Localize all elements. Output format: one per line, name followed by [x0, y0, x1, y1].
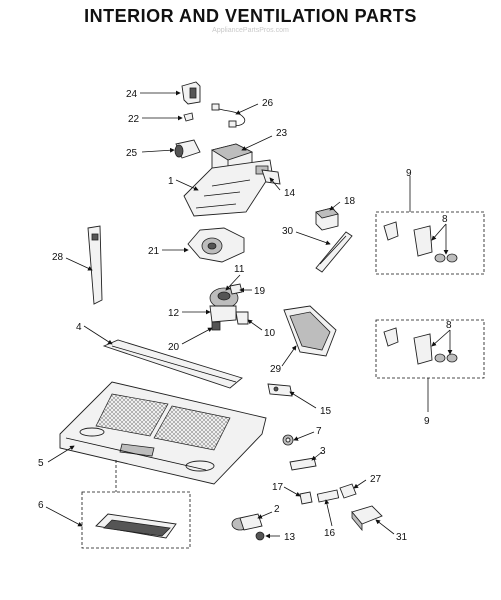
part-14-bracket [261, 169, 281, 185]
callout-5: 5 [38, 458, 44, 469]
part-26-wire [211, 103, 246, 128]
callout-29: 29 [270, 364, 282, 375]
part-4-filter-panel [102, 339, 243, 389]
callout-18: 18 [344, 196, 356, 207]
callout-8-upper: 8 [442, 214, 448, 225]
part-10-bracket [235, 311, 249, 325]
part-30-strip [315, 231, 353, 273]
part-21-blower [187, 227, 245, 263]
part-15-switch [267, 383, 293, 397]
callout-27: 27 [370, 474, 382, 485]
part-12-motor-mount [209, 305, 237, 323]
callout-2: 2 [274, 504, 280, 515]
callout-4: 4 [76, 322, 82, 333]
part-7-nut [282, 434, 294, 446]
part-8-lower-set [383, 327, 458, 365]
callout-15: 15 [320, 406, 332, 417]
callout-13: 13 [284, 532, 296, 543]
callout-16: 16 [324, 528, 336, 539]
part-18-relay [315, 207, 339, 231]
watermark: AppliancePartsPros.com [212, 27, 289, 34]
callout-7: 7 [316, 426, 322, 437]
part-16-fuse [316, 489, 340, 503]
callout-8-lower: 8 [446, 320, 452, 331]
callout-23: 23 [276, 128, 288, 139]
callout-10: 10 [264, 328, 276, 339]
callout-24: 24 [126, 89, 138, 100]
callout-20: 20 [168, 342, 180, 353]
callout-25: 25 [126, 148, 138, 159]
part-20-small-fitting [211, 321, 221, 331]
leader-lines [45, 90, 453, 539]
callout-labels: 24 22 26 25 23 1 14 21 28 11 19 12 20 10… [38, 89, 452, 543]
part-13-knob [255, 531, 265, 541]
callout-22: 22 [128, 114, 140, 125]
part-27-connector [339, 483, 357, 499]
callout-11: 11 [234, 264, 245, 275]
part-17-bracket [299, 491, 313, 505]
callout-28: 28 [52, 252, 64, 263]
part-2-duct [231, 513, 263, 531]
part-5-bottom-plate [59, 381, 267, 485]
part-29-damper [283, 305, 337, 357]
callout-12: 12 [168, 308, 180, 319]
part-1-base-plate [183, 159, 273, 217]
callout-1: 1 [168, 176, 174, 187]
part-8-upper-set [383, 221, 458, 263]
part-6-vent-cover [95, 513, 177, 539]
callout-17: 17 [272, 482, 284, 493]
callout-9-upper: 9 [406, 168, 412, 179]
part-24-thermal-cutoff [181, 81, 201, 105]
callout-21: 21 [148, 246, 160, 257]
part-6-box [81, 491, 191, 549]
callout-26: 26 [262, 98, 274, 109]
callout-19: 19 [254, 286, 266, 297]
part-25-fuse [174, 139, 201, 159]
diagram-title: INTERIOR AND VENTILATION PARTS [84, 6, 417, 26]
part-22-clip [183, 112, 194, 122]
part-19-fan-blade [229, 283, 243, 295]
detail-box-9-lower [375, 319, 485, 379]
callout-31: 31 [396, 532, 408, 543]
part-28-vent-bracket [87, 225, 103, 305]
callout-9-lower: 9 [424, 416, 430, 427]
callout-3: 3 [320, 446, 326, 457]
part-3-latch [289, 457, 317, 471]
callout-14: 14 [284, 188, 296, 199]
part-31-module [351, 505, 383, 532]
callout-30: 30 [282, 226, 294, 237]
callout-6: 6 [38, 500, 44, 511]
